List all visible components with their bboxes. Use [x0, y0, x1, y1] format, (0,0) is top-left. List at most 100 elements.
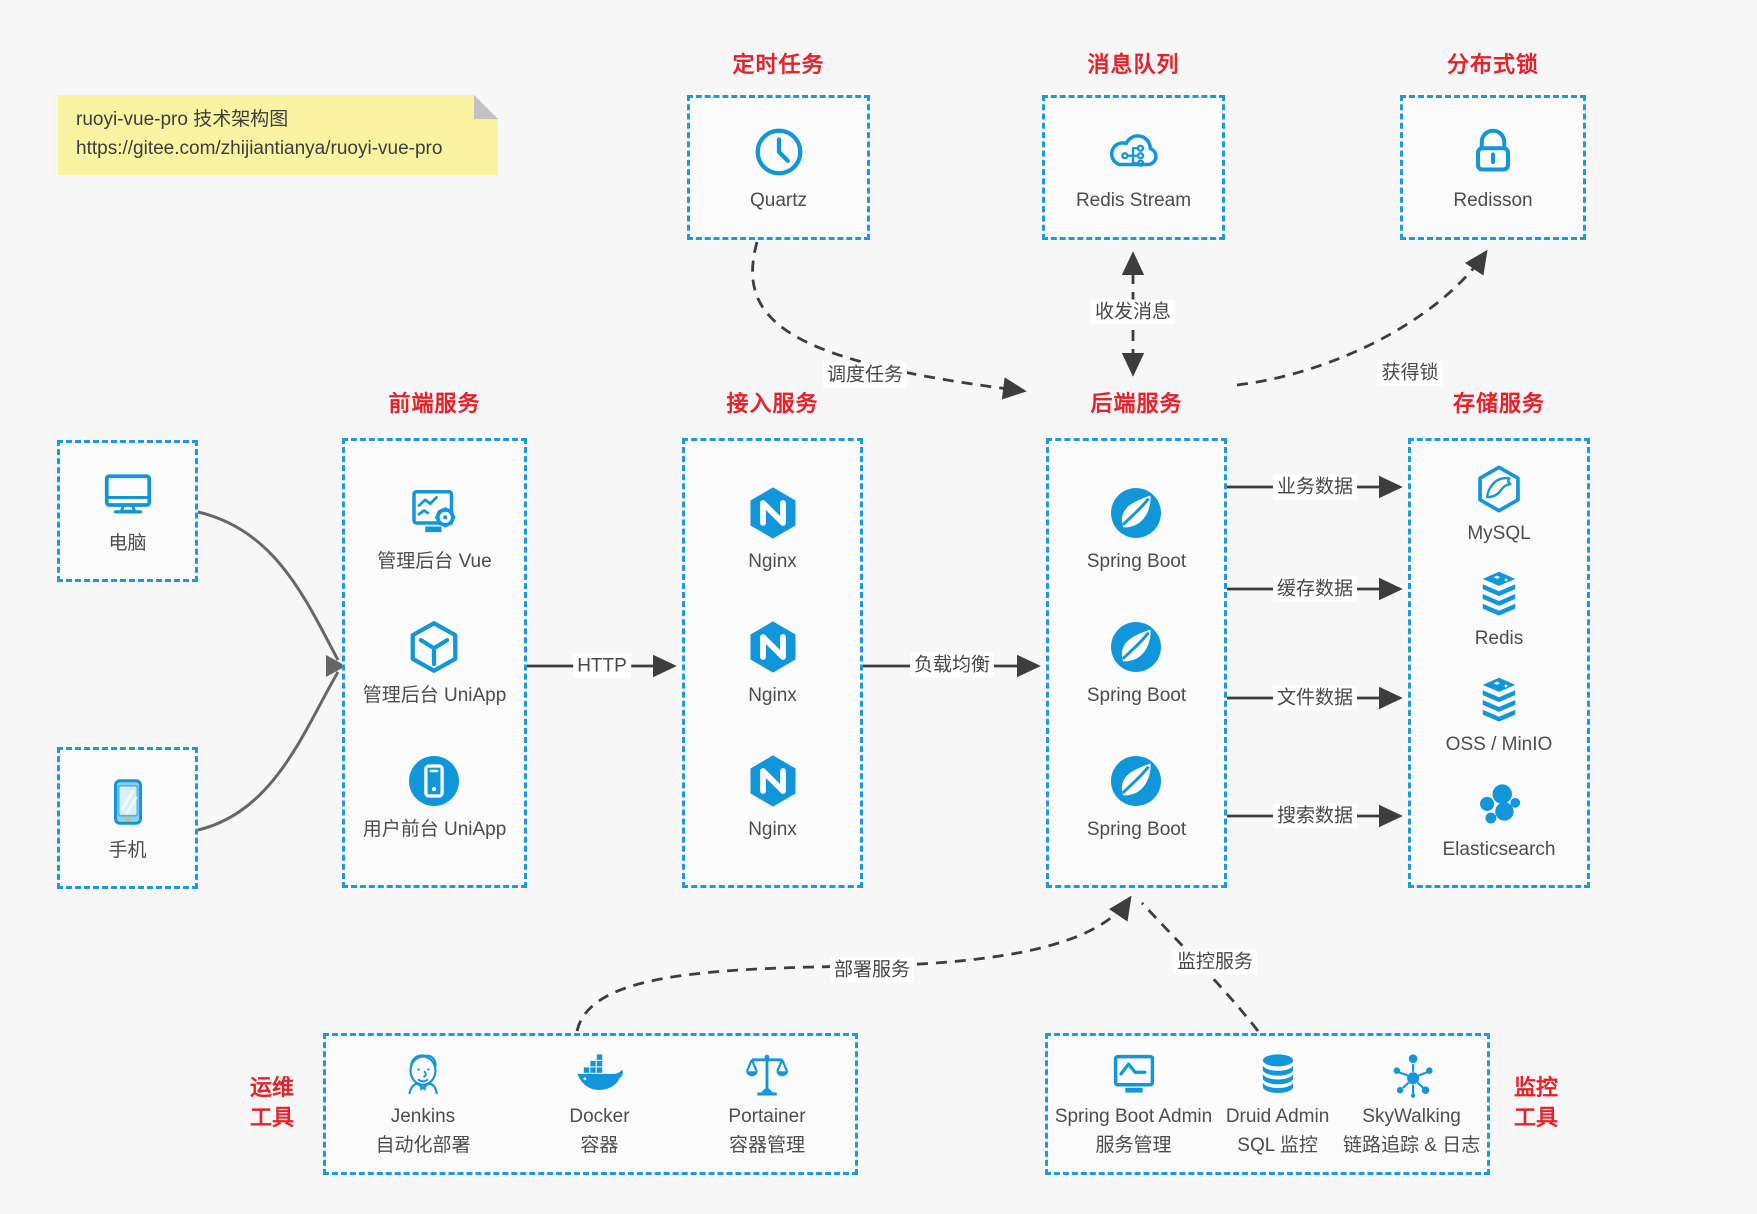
- node-label: Spring Boot: [1086, 685, 1187, 706]
- node-label: Nginx: [748, 685, 797, 706]
- group-title-backend: 后端服务: [1090, 391, 1183, 416]
- node-redis-stream: Redis Stream: [1076, 122, 1191, 214]
- edge-acquire-lock: [1236, 249, 1488, 387]
- edge-label-send-receive-msg: 收发消息: [1090, 299, 1176, 325]
- node-label: Redis: [1474, 628, 1524, 650]
- mobile-icon: [113, 779, 142, 825]
- nginx-icon: [750, 755, 795, 807]
- spring-icon: [1111, 488, 1162, 538]
- node-jenkins: Jenkins 自动化部署: [375, 1049, 470, 1159]
- network-dots-icon: [1393, 1054, 1433, 1098]
- node-label: 电脑: [108, 533, 147, 554]
- node-sublabel: 服务管理: [1095, 1135, 1172, 1156]
- monitor-title-line1: 监控: [1513, 1075, 1558, 1100]
- group-title-storage: 存储服务: [1452, 391, 1545, 416]
- nginx-icon: [750, 487, 795, 539]
- node-nginx-1: Nginx: [743, 483, 803, 575]
- cloud-stream-icon: [1110, 133, 1159, 167]
- nginx-icon: [750, 621, 795, 673]
- node-docker: Docker 容器: [569, 1049, 630, 1159]
- node-druid-admin: Druid Admin SQL 监控: [1225, 1049, 1330, 1159]
- edge-label-file-data: 文件数据: [1272, 685, 1358, 711]
- elasticsearch-icon: [1480, 784, 1521, 824]
- node-label: Redisson: [1453, 189, 1533, 211]
- sticky-note: ruoyi-vue-pro 技术架构图 https://gitee.com/zh…: [58, 95, 498, 175]
- edge-label-acquire-lock: 获得锁: [1377, 360, 1443, 386]
- node-springboot-2: Spring Boot: [1087, 617, 1186, 709]
- node-label: Quartz: [749, 189, 808, 211]
- node-sublabel: 容器管理: [728, 1135, 805, 1156]
- desktop-icon: [104, 474, 151, 514]
- group-box-scheduler: Quartz: [687, 95, 870, 240]
- group-title-scheduler: 定时任务: [732, 52, 825, 77]
- node-label: Spring Boot Admin: [1054, 1106, 1213, 1127]
- node-label: Spring Boot: [1086, 819, 1187, 840]
- group-box-storage: MySQL Redis OSS / MinIO: [1408, 438, 1590, 888]
- node-user-uniapp: 用户前台 UniApp: [363, 751, 506, 843]
- node-admin-vue: 管理后台 Vue: [377, 483, 492, 575]
- spring-icon: [1111, 622, 1162, 672]
- node-redisson: Redisson: [1453, 122, 1533, 214]
- group-title-frontend: 前端服务: [388, 391, 481, 416]
- database-icon: [1262, 1054, 1293, 1093]
- node-label: 管理后台 UniApp: [362, 685, 507, 706]
- group-title-gateway: 接入服务: [726, 391, 819, 416]
- monitor-title-line2: 工具: [1513, 1105, 1558, 1130]
- node-label: Nginx: [748, 551, 797, 572]
- edge-phone-to-frontend: [197, 671, 340, 832]
- monitor-pulse-icon: [1113, 1054, 1154, 1093]
- node-nginx-3: Nginx: [743, 751, 803, 843]
- group-box-client-pc: 电脑: [57, 440, 198, 582]
- edge-label-http: HTTP: [573, 653, 631, 679]
- edge-label-deploy-service: 部署服务: [829, 957, 915, 983]
- node-label: Redis Stream: [1075, 189, 1192, 211]
- edge-label-load-balance: 负载均衡: [909, 652, 995, 678]
- group-box-lock: Redisson: [1400, 95, 1586, 240]
- group-title-ops: 运维 工具: [234, 1073, 310, 1133]
- node-label: Nginx: [748, 819, 797, 840]
- oss-stack-icon: [1482, 677, 1516, 722]
- node-springboot-3: Spring Boot: [1087, 751, 1186, 843]
- node-label: 手机: [108, 840, 147, 861]
- node-label: MySQL: [1467, 522, 1531, 544]
- node-label: Druid Admin: [1225, 1106, 1330, 1127]
- node-sublabel: 自动化部署: [375, 1135, 471, 1156]
- node-mysql: MySQL: [1467, 463, 1531, 547]
- node-springboot-1: Spring Boot: [1087, 483, 1186, 575]
- group-box-mq: Redis Stream: [1042, 95, 1225, 240]
- node-oss-minio: OSS / MinIO: [1446, 674, 1552, 758]
- clock-icon: [755, 128, 802, 175]
- spring-icon: [1111, 756, 1162, 806]
- group-box-gateway: Nginx Nginx Nginx: [682, 438, 863, 888]
- node-label: SkyWalking: [1362, 1106, 1461, 1127]
- node-nginx-2: Nginx: [743, 617, 803, 709]
- node-skywalking: SkyWalking 链路追踪 & 日志: [1343, 1049, 1480, 1159]
- docker-icon: [577, 1054, 624, 1090]
- note-title: ruoyi-vue-pro 技术架构图: [76, 109, 289, 130]
- node-portainer: Portainer 容器管理: [728, 1049, 806, 1159]
- node-phone: 手机: [98, 772, 158, 864]
- node-redis: Redis: [1473, 568, 1525, 652]
- admin-vue-icon: [412, 490, 456, 533]
- node-quartz: Quartz: [749, 122, 809, 214]
- ops-title-line1: 运维: [249, 1075, 294, 1100]
- node-label: Docker: [569, 1106, 630, 1127]
- lock-icon: [1476, 128, 1510, 171]
- group-box-ops: Jenkins 自动化部署 Docker 容器: [323, 1033, 858, 1175]
- group-title-mq: 消息队列: [1087, 52, 1180, 77]
- node-label: Spring Boot: [1086, 551, 1187, 572]
- node-label: Jenkins: [390, 1106, 456, 1127]
- node-label: Elasticsearch: [1442, 839, 1556, 861]
- redis-stack-icon: [1482, 571, 1516, 616]
- node-sublabel: SQL 监控: [1237, 1135, 1318, 1156]
- group-title-monitor: 监控 工具: [1498, 1073, 1574, 1133]
- note-url: https://gitee.com/zhijiantianya/ruoyi-vu…: [76, 138, 443, 159]
- group-box-frontend: 管理后台 Vue 管理后台 UniApp 用户前台 UniApp: [342, 438, 527, 888]
- phone-circle-icon: [409, 756, 460, 806]
- edge-label-schedule-task: 调度任务: [822, 362, 908, 388]
- jenkins-icon: [408, 1054, 438, 1095]
- edge-label-business-data: 业务数据: [1272, 474, 1358, 500]
- portainer-icon: [745, 1054, 789, 1096]
- group-box-backend: Spring Boot Spring Boot Spring Boot: [1046, 438, 1227, 888]
